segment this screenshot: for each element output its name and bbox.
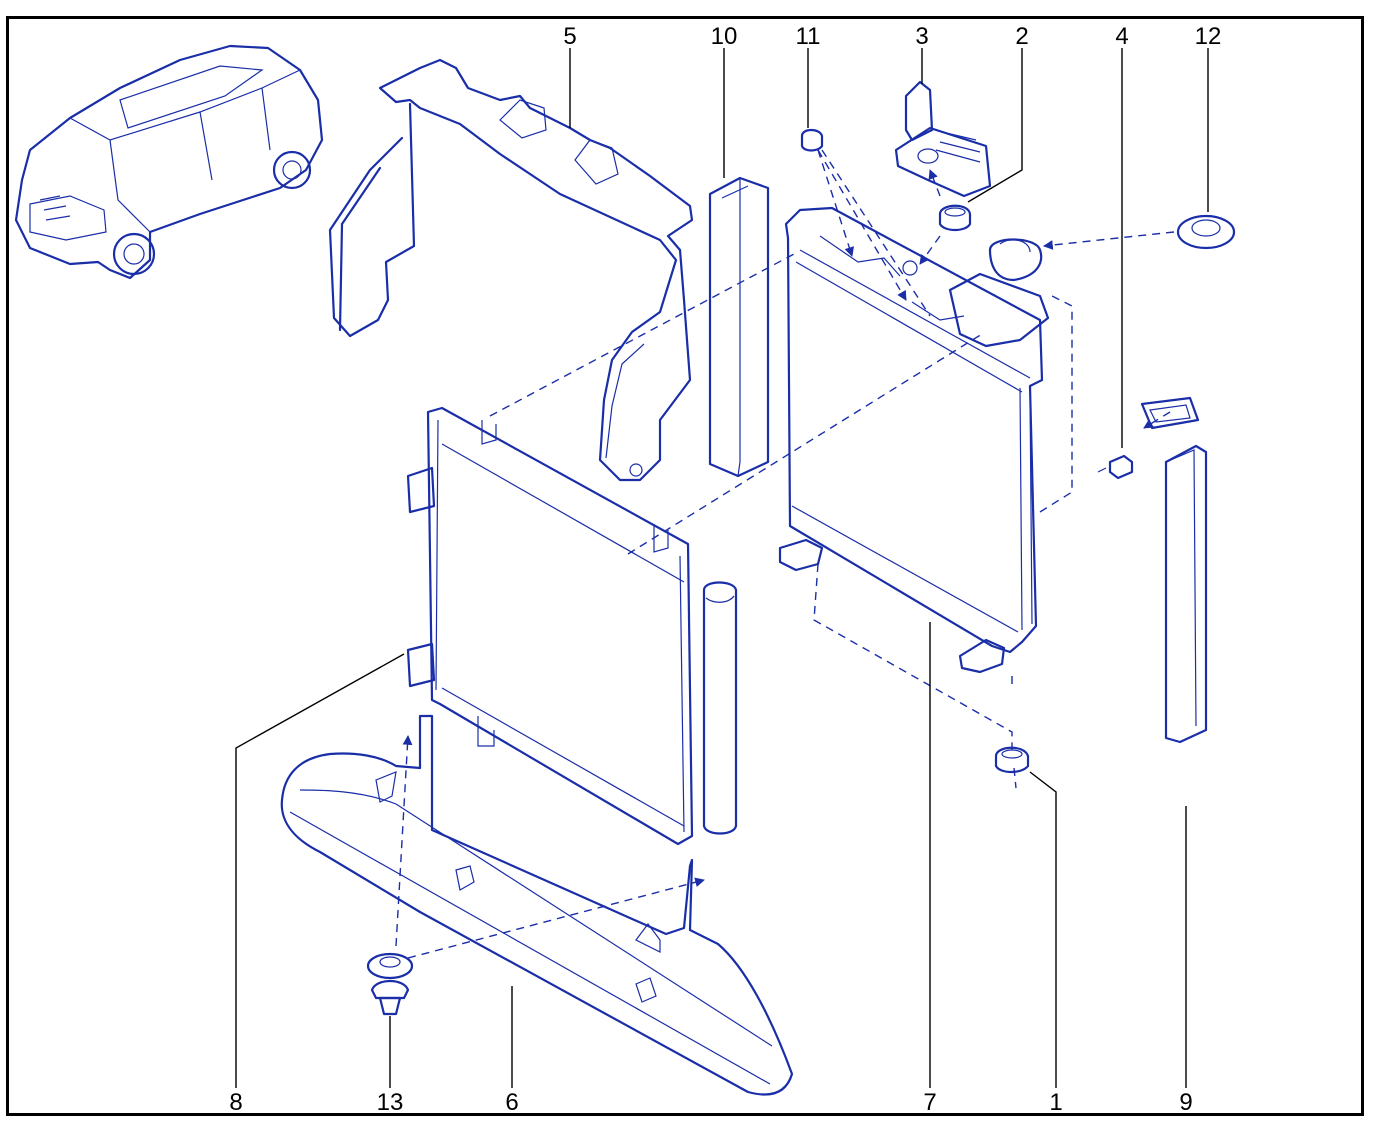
assembly-guide-lines xyxy=(395,149,1175,959)
retaining-clip xyxy=(1140,396,1200,430)
side-foam-seal xyxy=(1164,444,1208,744)
callout-5: 5 xyxy=(563,23,576,50)
callout-6: 6 xyxy=(505,1089,518,1116)
plastic-rivet xyxy=(366,952,414,1016)
vehicle-locator-icon xyxy=(14,44,324,280)
condenser xyxy=(406,406,738,846)
upper-push-clip xyxy=(800,128,824,152)
callout-11: 11 xyxy=(796,23,821,50)
upper-rubber-mount xyxy=(938,204,972,232)
lower-rubber-mount xyxy=(994,746,1030,774)
callout-13: 13 xyxy=(377,1089,404,1116)
mounting-bracket xyxy=(894,80,992,198)
lower-air-deflector xyxy=(280,714,794,1096)
callout-leader-lines xyxy=(235,48,1209,1088)
radiator xyxy=(778,206,1050,674)
callout-7: 7 xyxy=(923,1089,936,1116)
retaining-bolt xyxy=(1097,454,1134,480)
callout-3: 3 xyxy=(915,23,928,50)
callout-8: 8 xyxy=(229,1089,242,1116)
callout-labels: 5 10 11 3 2 4 12 8 13 6 7 1 9 xyxy=(229,23,1221,1116)
callout-4: 4 xyxy=(1115,23,1128,50)
callout-9: 9 xyxy=(1179,1089,1192,1116)
callout-10: 10 xyxy=(711,23,738,50)
upper-air-deflector xyxy=(328,58,694,482)
radiator-cap xyxy=(1176,214,1236,250)
diagram-frame xyxy=(6,16,1364,1116)
vertical-foam-seal xyxy=(708,176,770,478)
callout-1: 1 xyxy=(1049,1089,1062,1116)
callout-12: 12 xyxy=(1195,23,1222,50)
callout-2: 2 xyxy=(1015,23,1028,50)
